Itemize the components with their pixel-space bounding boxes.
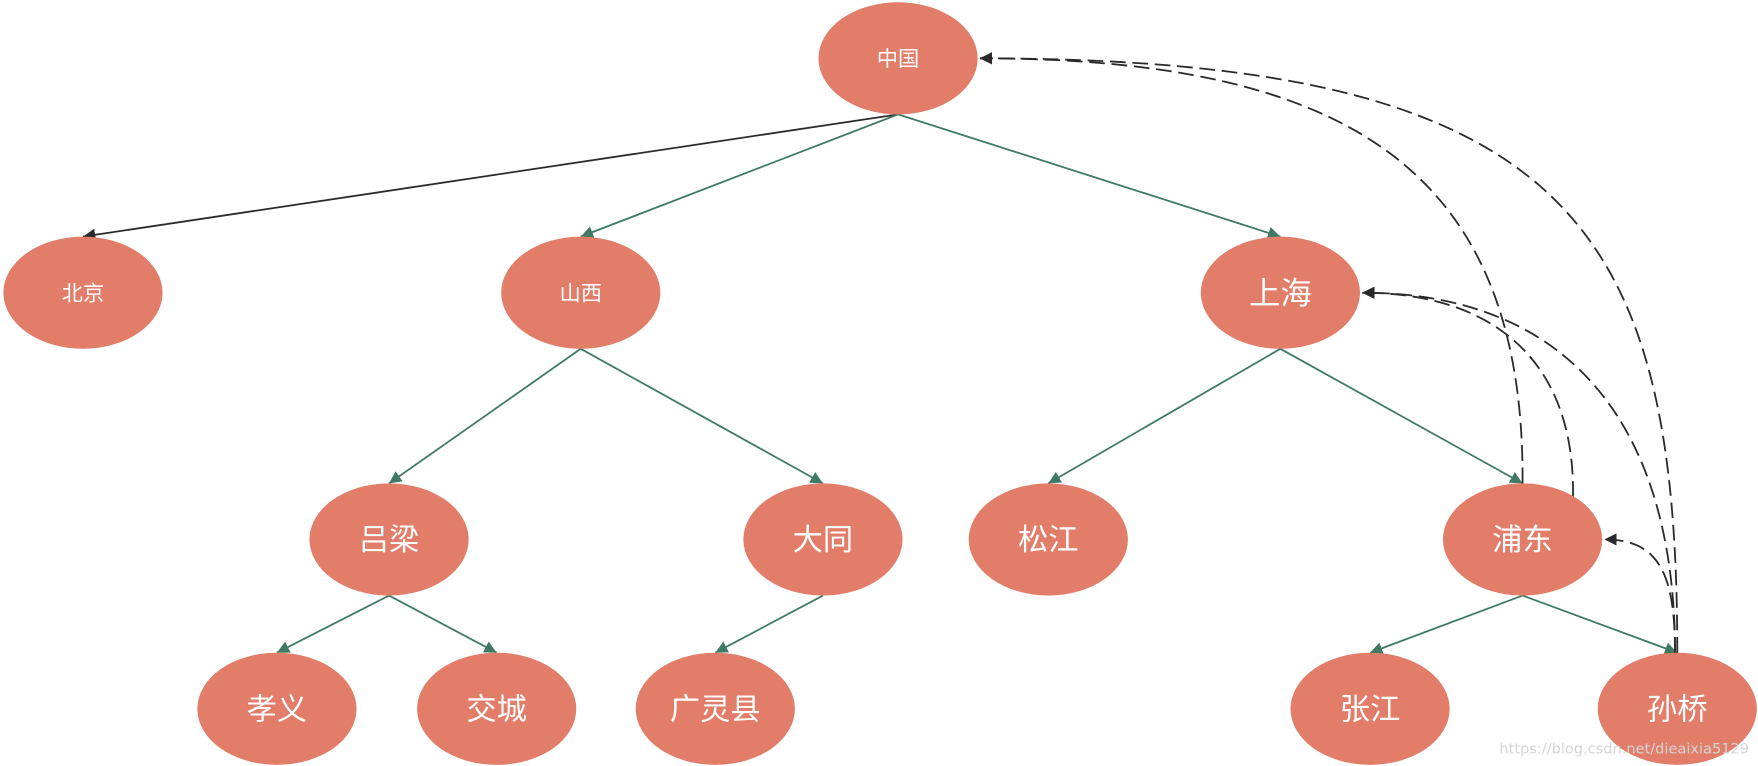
link-pudong-shanghai <box>1362 286 1574 497</box>
node-sunqiao-label: 孙桥 <box>1647 692 1708 727</box>
node-beijing-shape <box>3 236 163 349</box>
link-pudong-zhongguo <box>979 52 1524 484</box>
link-sunqiao-pudong <box>1604 533 1676 653</box>
node-songjiang-label: 松江 <box>1018 523 1079 558</box>
node-shanxi-shape <box>501 236 661 349</box>
node-shanghai-shape <box>1200 236 1360 349</box>
node-shanghai: 上海 <box>1200 236 1360 349</box>
node-songjiang: 松江 <box>968 483 1128 596</box>
edge-lvliang-xiaoyi <box>276 594 390 654</box>
link-sunqiao-zhongguo <box>979 52 1679 653</box>
node-guanglingxian: 广灵县 <box>635 652 795 765</box>
edge-shanxi-datong <box>580 348 824 485</box>
edge-zhongguo-shanxi <box>580 113 899 238</box>
edge-pudong-zhangjiang <box>1369 594 1523 655</box>
node-pudong-label: 浦东 <box>1492 523 1553 558</box>
node-lvliang-shape <box>309 483 469 596</box>
node-sunqiao: 孙桥 <box>1597 652 1757 765</box>
edge-shanghai-pudong <box>1279 348 1523 485</box>
edge-zhongguo-beijing <box>82 113 899 241</box>
node-songjiang-shape <box>968 483 1128 596</box>
node-pudong: 浦东 <box>1442 483 1603 596</box>
node-zhongguo: 中国 <box>818 2 978 115</box>
node-jiaocheng: 交城 <box>417 652 577 765</box>
node-shanghai-label: 上海 <box>1249 276 1312 312</box>
node-datong-shape <box>743 483 903 596</box>
node-zhangjiang-shape <box>1290 652 1450 765</box>
edge-zhongguo-shanghai <box>897 113 1281 239</box>
node-datong-label: 大同 <box>793 523 854 558</box>
link-sunqiao-shanghai <box>1362 286 1676 653</box>
edge-shanghai-songjiang <box>1047 348 1281 485</box>
dashed-links <box>979 52 1679 653</box>
edge-datong-guanglingxian <box>714 594 824 654</box>
node-beijing: 北京 <box>3 236 163 349</box>
node-xiaoyi: 孝义 <box>197 652 357 765</box>
node-zhongguo-shape <box>818 2 978 115</box>
node-pudong-shape <box>1442 483 1603 596</box>
edge-shanxi-lvliang <box>388 348 582 485</box>
node-lvliang: 吕梁 <box>309 483 469 596</box>
node-zhangjiang: 张江 <box>1290 652 1450 765</box>
node-zhangjiang-label: 张江 <box>1340 692 1401 727</box>
node-sunqiao-shape <box>1597 652 1757 765</box>
edge-pudong-sunqiao <box>1522 594 1678 655</box>
node-guanglingxian-shape <box>635 652 795 765</box>
watermark: https://blog.csdn.net/dieaixia5129 <box>1499 741 1749 758</box>
node-jiaocheng-label: 交城 <box>466 692 527 727</box>
node-guanglingxian-label: 广灵县 <box>670 692 761 727</box>
node-beijing-label: 北京 <box>62 281 105 306</box>
node-lvliang-label: 吕梁 <box>359 523 420 558</box>
node-xiaoyi-label: 孝义 <box>247 692 308 727</box>
edge-lvliang-jiaocheng <box>388 594 498 654</box>
node-jiaocheng-shape <box>417 652 577 765</box>
node-zhongguo-label: 中国 <box>877 47 920 72</box>
node-shanxi-label: 山西 <box>559 281 602 306</box>
node-xiaoyi-shape <box>197 652 357 765</box>
node-datong: 大同 <box>743 483 903 596</box>
tree-edges <box>82 113 1678 655</box>
node-shanxi: 山西 <box>501 236 661 349</box>
